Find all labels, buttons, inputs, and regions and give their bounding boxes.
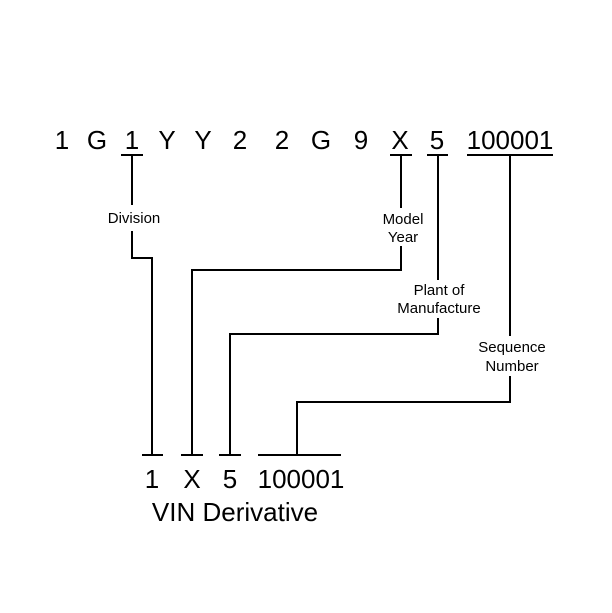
vin-char-7: 2 xyxy=(275,125,289,155)
vin-char-5: Y xyxy=(194,125,211,155)
vin-char-11: 5 xyxy=(430,125,444,155)
deriv-plant: 5 xyxy=(223,464,237,494)
deriv-sequence: 100001 xyxy=(258,464,345,494)
connection-labels: Division Model Year Plant of Manufacture… xyxy=(108,210,546,375)
vin-char-8: G xyxy=(311,125,331,155)
vin-char-9: 9 xyxy=(354,125,368,155)
vin-char-1: 1 xyxy=(55,125,69,155)
connector-sequence-lower xyxy=(296,376,511,455)
label-division: Division xyxy=(108,210,161,227)
label-sequence-line1: Sequence xyxy=(478,339,546,356)
diagram-title: VIN Derivative xyxy=(152,497,318,527)
vin-char-10: X xyxy=(391,125,408,155)
vin-char-2: G xyxy=(87,125,107,155)
label-sequence-line2: Number xyxy=(485,358,538,375)
vin-derivative: 1 X 5 100001 VIN Derivative xyxy=(145,464,345,527)
vin-char-3: 1 xyxy=(125,125,139,155)
connector-lines xyxy=(131,155,511,455)
label-plant-line2: Manufacture xyxy=(397,300,480,317)
label-model-year-line1: Model xyxy=(383,211,424,228)
vin-code: 1 G 1 Y Y 2 2 G 9 X 5 100001 xyxy=(55,125,554,155)
connector-plant-lower xyxy=(229,318,439,455)
deriv-division: 1 xyxy=(145,464,159,494)
vin-char-6: 2 xyxy=(233,125,247,155)
label-model-year-line2: Year xyxy=(388,229,418,246)
connector-model-year-lower xyxy=(191,246,402,455)
connector-division-lower xyxy=(131,231,153,455)
vin-char-4: Y xyxy=(158,125,175,155)
vin-sequence: 100001 xyxy=(467,125,554,155)
label-plant-line1: Plant of xyxy=(414,282,466,299)
deriv-model-year: X xyxy=(183,464,200,494)
